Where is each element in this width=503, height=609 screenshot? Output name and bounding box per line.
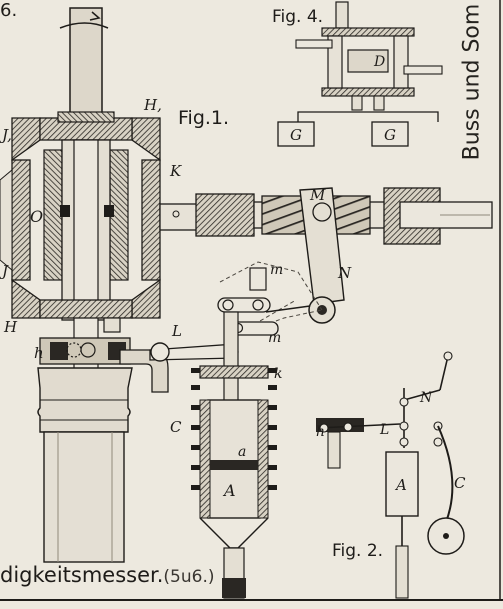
fig4-labels: Fig. 4. D G G <box>272 7 396 144</box>
fig2-title: Fig. 2. <box>332 541 383 561</box>
label-m-wheel: M <box>309 186 326 204</box>
caption-suffix: (5u6.) <box>163 567 215 587</box>
label-h1: H, <box>143 96 162 114</box>
plate-number-fragment: 6. <box>0 0 18 21</box>
label-a-cap: A <box>222 481 236 500</box>
publisher-name: Buss und Som <box>459 3 485 161</box>
fig2-drawing <box>316 351 465 599</box>
label-m-upper: m <box>270 262 283 278</box>
label-c-fig2: C <box>454 474 466 492</box>
label-a-fig2: A <box>394 476 407 494</box>
label-a: a <box>238 444 246 460</box>
fig2-labels: Fig. 2. h L N A C <box>316 390 466 561</box>
label-g-right: G <box>384 126 396 144</box>
fig1-labels: Fig.1. H, J, K O J H h L M N m m k C a A <box>0 96 352 500</box>
fig1-title: Fig.1. <box>178 107 229 129</box>
label-g-left: G <box>290 126 302 144</box>
label-h-fig2: h <box>316 424 325 440</box>
label-n: N <box>337 264 352 282</box>
label-d: D <box>373 54 385 70</box>
caption-text: digkeitsmesser. <box>0 563 164 587</box>
publisher-side-text: Buss und Som <box>452 4 492 161</box>
fig4-title: Fig. 4. <box>272 7 323 27</box>
label-o: O <box>30 207 43 226</box>
label-h-small: h <box>34 344 44 362</box>
plate-caption: digkeitsmesser.(5u6.) <box>0 563 214 587</box>
label-m-lower: m <box>268 330 281 346</box>
label-j1: J, <box>0 126 12 144</box>
label-c: C <box>170 418 182 436</box>
label-k-small: k <box>274 366 282 382</box>
label-j: J <box>0 262 9 280</box>
fig4-drawing <box>277 1 443 147</box>
label-l-fig2: L <box>379 422 389 438</box>
label-k: K <box>169 162 182 180</box>
label-l: L <box>171 322 182 340</box>
label-h: H <box>3 318 18 336</box>
label-n-fig2: N <box>419 390 433 406</box>
fig1-drawing <box>0 7 493 599</box>
